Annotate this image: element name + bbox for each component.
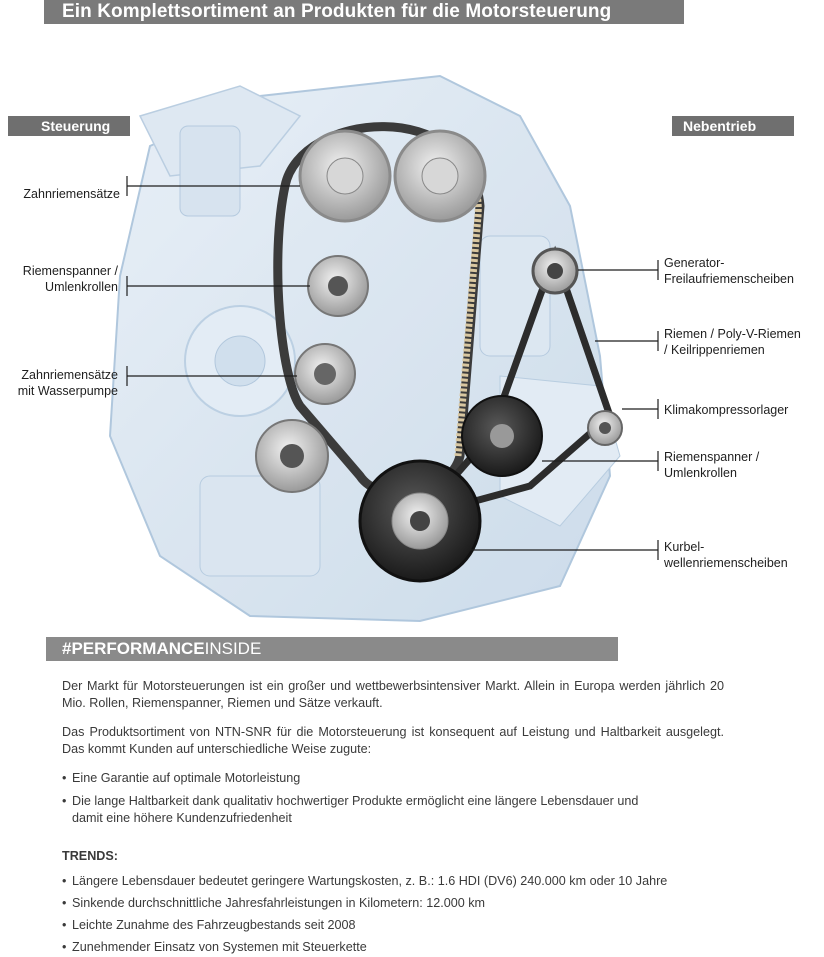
inside-label: INSIDE [204, 639, 262, 658]
tensioner-pulley-upper [307, 255, 369, 317]
crankshaft-pulley [358, 459, 482, 583]
section-label-nebentrieb: Nebentrieb [672, 116, 794, 136]
performance-label: #PERFORMANCE [62, 639, 205, 658]
leader-lines-right [470, 260, 659, 560]
ac-compressor-pulley [587, 410, 623, 446]
leader-lines-left [126, 176, 310, 386]
callout-zahnriemensaetze-wasserpumpe: Zahnriemensätze mit Wasserpumpe [17, 368, 118, 398]
trends-heading: TRENDS: [62, 849, 118, 863]
idler-pulley-lower [255, 419, 329, 493]
benefit-item: •Eine Garantie auf optimale Motorleistun… [62, 771, 301, 785]
camshaft-sprocket-right [393, 129, 487, 223]
section-label-steuerung: Steuerung [8, 116, 130, 136]
callout-riemenspanner-left: Riemenspanner / Umlenkrollen [22, 264, 118, 294]
callout-generator-freilauf: Generator- Freilaufriemenscheiben [664, 256, 794, 286]
water-pump-sprocket [294, 343, 356, 405]
trend-item: •Sinkende durchschnittliche Jahresfahrle… [62, 896, 486, 910]
bullet-icon: • [62, 771, 67, 785]
camshaft-sprocket-left [298, 129, 392, 223]
bullet-icon: • [62, 918, 67, 932]
bullet-icon: • [62, 940, 67, 954]
benefit-item: •Die lange Haltbarkeit dank qualitativ h… [62, 794, 639, 825]
page-title: Ein Komplettsortiment an Produkten für d… [44, 0, 684, 24]
trend-item: •Leichte Zunahme des Fahrzeugbestands se… [62, 918, 356, 932]
accessory-tensioner [461, 395, 543, 477]
engine-illustration [108, 74, 659, 623]
callout-zahnriemensaetze: Zahnriemensätze [23, 187, 120, 201]
callout-riemenspanner-right: Riemenspanner / Umlenkrollen [664, 450, 760, 480]
bullet-icon: • [62, 896, 67, 910]
callout-riemen-poly-v: Riemen / Poly-V-Riemen / Keilrippenrieme… [664, 327, 801, 357]
bullet-icon: • [62, 794, 67, 808]
performance-inside-banner: #PERFORMANCEINSIDE [46, 637, 618, 661]
paragraph-market: Der Markt für Motorsteuerungen ist ein g… [62, 679, 724, 710]
callout-klimakompressorlager: Klimakompressorlager [664, 403, 789, 417]
paragraph-product-range: Das Produktsortiment von NTN-SNR für die… [62, 725, 724, 756]
bullet-icon: • [62, 874, 67, 888]
callout-kurbelwellenriemenscheiben: Kurbel- wellenriemenscheiben [664, 540, 788, 570]
generator-pulley [531, 247, 579, 295]
trend-item: •Längere Lebensdauer bedeutet geringere … [62, 874, 668, 888]
trend-item: •Zunehmender Einsatz von Systemen mit St… [62, 940, 367, 954]
